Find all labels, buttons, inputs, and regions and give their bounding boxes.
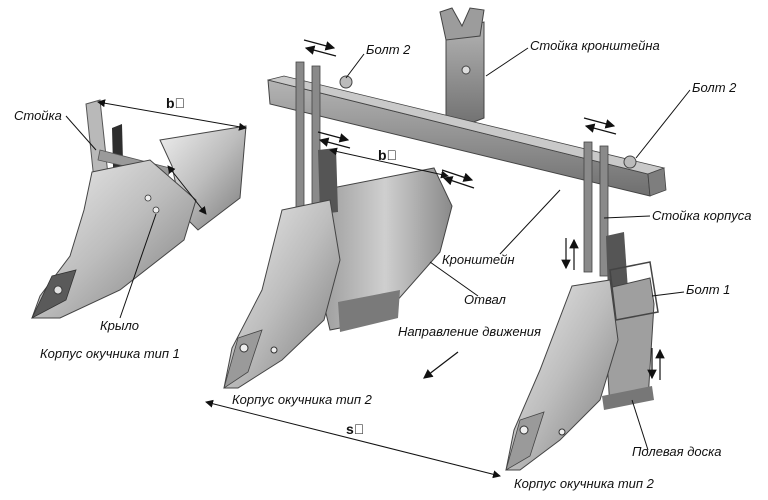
label-body-post: Стойка корпуса <box>652 208 752 223</box>
hiller-body-type2-middle <box>223 148 453 389</box>
label-direction: Направление движения <box>398 324 541 339</box>
direction-arrow <box>423 351 459 379</box>
dimension-s: s⃞ <box>205 399 501 479</box>
label-type2-bottom: Корпус окучника тип 2 <box>514 476 655 491</box>
adjustment-arrows <box>303 39 665 380</box>
label-bolt2-left: Болт 2 <box>366 42 411 57</box>
label-type2-middle: Корпус окучника тип 2 <box>232 392 373 407</box>
dim-s-label: s⃞ <box>346 421 364 437</box>
bracket-frame <box>267 7 667 277</box>
labels: Болт 2 Стойка кронштейна Болт 2 Стойка С… <box>14 38 752 491</box>
hiller-body-type2-right <box>505 232 659 471</box>
hiller-body-type1 <box>31 99 247 319</box>
dimension-b-middle: b⃞ <box>329 147 449 179</box>
label-bracket-post: Стойка кронштейна <box>530 38 660 53</box>
label-field-board: Полевая доска <box>632 444 722 459</box>
label-type1: Корпус окучника тип 1 <box>40 346 180 361</box>
label-bolt2-right: Болт 2 <box>692 80 737 95</box>
dim-b-left-label: b⃞ <box>166 95 185 111</box>
label-bolt1: Болт 1 <box>686 282 730 297</box>
wing-width-arrow <box>167 165 207 215</box>
leader-lines <box>65 47 691 451</box>
dimension-b-left: b⃞ <box>97 95 247 131</box>
label-bracket: Кронштейн <box>442 252 515 267</box>
dim-b-middle-label: b⃞ <box>378 147 397 163</box>
label-wing: Крыло <box>100 318 139 333</box>
label-moldboard: Отвал <box>464 292 507 307</box>
label-post: Стойка <box>14 108 62 123</box>
